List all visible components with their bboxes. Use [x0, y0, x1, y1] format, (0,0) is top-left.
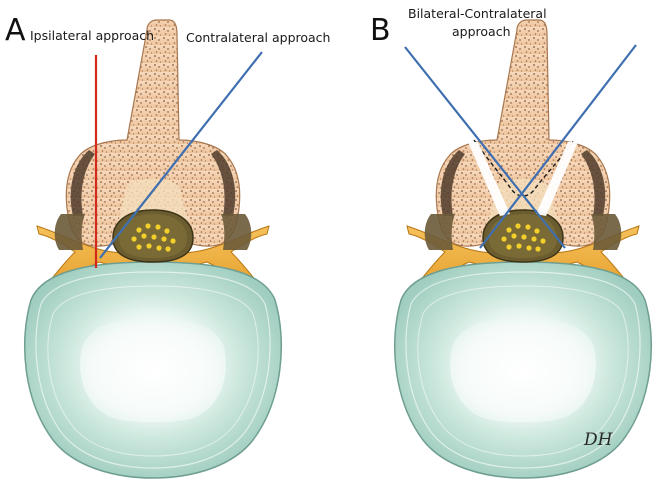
- bilateral-approach-label-line1: Bilateral-Contralateral: [408, 6, 547, 21]
- vertebra-b: [393, 19, 653, 479]
- panel-a: A Ipsilateral approach Contralateral app…: [5, 13, 330, 479]
- artist-signature: DH: [583, 430, 614, 450]
- resected-lamina-left: [468, 142, 510, 216]
- vertebra-a: [23, 19, 283, 479]
- bilateral-approach-label-line2: approach: [452, 24, 511, 39]
- panel-b: B Bilateral-Contralateral approach DH: [370, 6, 653, 479]
- left-contralateral-line: [404, 46, 566, 249]
- ipsilateral-approach-label: Ipsilateral approach: [30, 28, 154, 43]
- contralateral-approach-line: [99, 51, 263, 259]
- resected-lamina-right: [536, 142, 578, 216]
- right-contralateral-line: [479, 44, 637, 249]
- contralateral-approach-label: Contralateral approach: [186, 30, 330, 45]
- panel-label-a: A: [5, 13, 26, 48]
- panel-label-b: B: [370, 13, 391, 48]
